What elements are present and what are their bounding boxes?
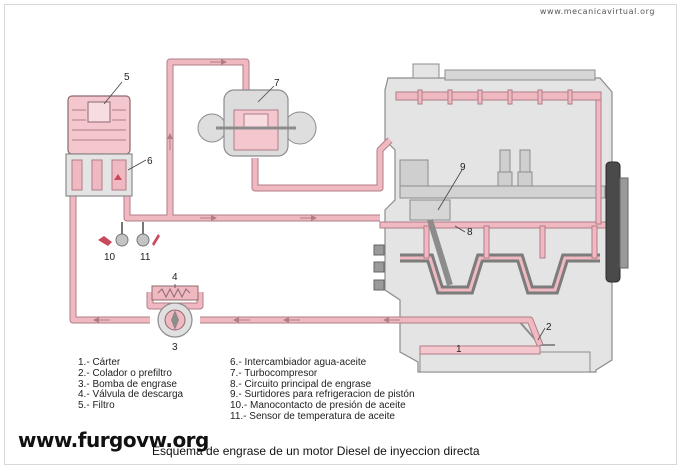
legend-item: 9.- Surtidores para refrigeracion de pis… — [230, 389, 415, 401]
legend-item: 5.- Filtro — [78, 400, 115, 412]
pressure-switch — [98, 222, 129, 247]
callout-1: 1 — [456, 344, 462, 355]
callout-5: 5 — [124, 72, 130, 83]
legend-item: 8.- Circuito principal de engrase — [230, 378, 372, 390]
piston — [409, 199, 451, 221]
watermark: www.furgovw.org — [18, 428, 209, 452]
main-oil-gallery — [379, 221, 609, 229]
sump-oil — [419, 345, 541, 355]
callout-8: 8 — [467, 227, 473, 238]
legend-right: 6.- Intercambiador agua-aceite 7.- Turbo… — [230, 357, 415, 423]
turbocharger — [197, 89, 317, 157]
legend-item: 4.- Válvula de descarga — [78, 389, 184, 401]
relief-valve — [151, 285, 199, 301]
callout-3: 3 — [172, 342, 178, 353]
legend-item: 2.- Colador o prefiltro — [78, 367, 172, 379]
frame-border — [4, 4, 677, 465]
legend-item: 10.- Manocontacto de presión de aceite — [230, 400, 406, 412]
legend-left: 1.- Cárter 2.- Colador o prefiltro 3.- B… — [78, 357, 184, 412]
oil-cooler — [65, 153, 133, 197]
legend-item: 6.- Intercambiador agua-aceite — [230, 357, 367, 368]
callout-11: 11 — [140, 252, 151, 263]
callout-9: 9 — [460, 162, 466, 173]
callout-2: 2 — [546, 322, 552, 333]
camshaft — [399, 185, 606, 199]
callout-7: 7 — [274, 78, 280, 89]
legend-item: 3.- Bomba de engrase — [78, 378, 177, 390]
callout-4: 4 — [172, 272, 178, 283]
engine-block — [373, 63, 629, 373]
diagram-caption: Esquema de engrase de un motor Diesel de… — [152, 444, 480, 458]
head-oil-gallery — [395, 91, 602, 101]
callout-10: 10 — [104, 252, 116, 263]
callout-6: 6 — [147, 156, 153, 167]
legend-item: 11.- Sensor de temperatura de aceite — [230, 410, 395, 422]
oil-pump — [157, 302, 193, 338]
oil-filler-cap — [412, 63, 440, 79]
oil-filter — [67, 95, 131, 155]
legend-item: 7.- Turbocompresor — [230, 367, 318, 379]
site-url: www.mecanicavirtual.org — [539, 7, 655, 16]
timing-pulley — [605, 161, 621, 283]
temperature-sensor — [136, 222, 160, 247]
legend-item: 1.- Cárter — [78, 357, 121, 368]
